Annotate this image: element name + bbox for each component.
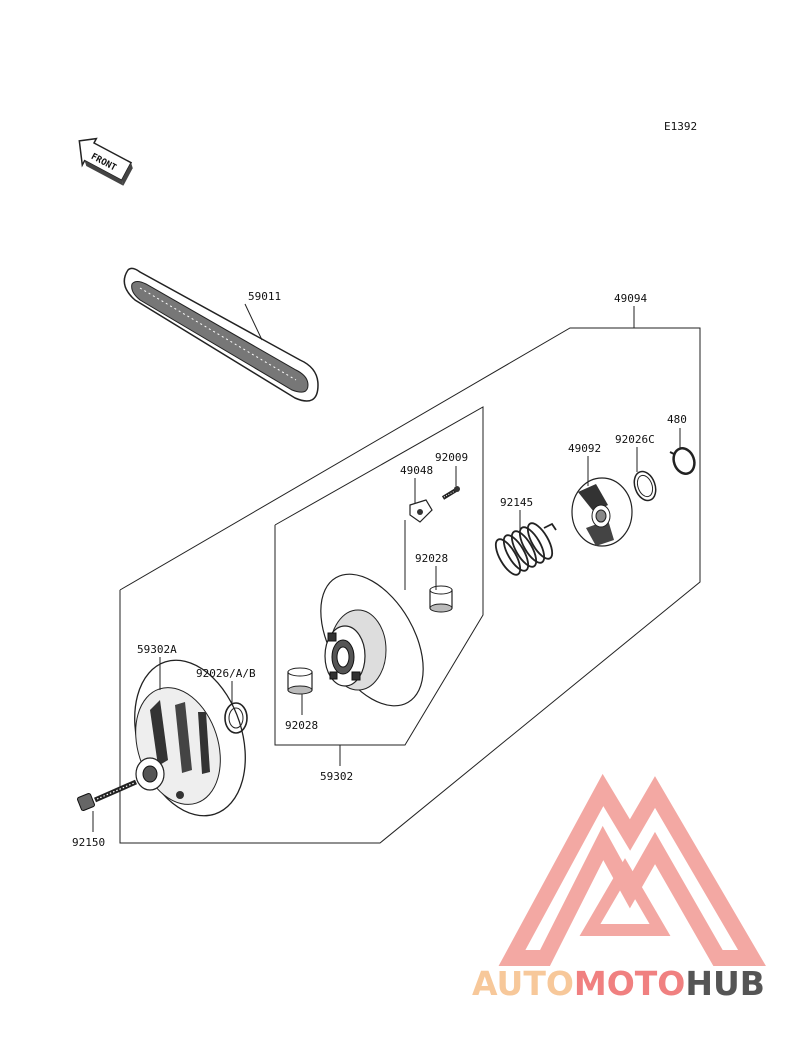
bushing-upper (429, 585, 453, 613)
slider-shoe (409, 499, 433, 523)
automotohub-logo (498, 773, 766, 966)
part-label-bolt: 92150 (72, 836, 105, 849)
part-label-spring: 92145 (500, 496, 533, 509)
part-label-snap-ring: 480 (667, 413, 687, 426)
part-label-washer-ab: 92026/A/B (196, 667, 256, 680)
assembly-outline-49094 (119, 327, 701, 844)
logo-text: AUTOMOTOHUB (472, 964, 765, 1003)
assembly-outline-59302 (274, 406, 484, 746)
logo-text-moto: MOTO (574, 964, 685, 1003)
drive-belt (123, 267, 319, 402)
part-label-driven-assy: 59302 (320, 770, 353, 783)
part-label-fixed-sheave: 59302A (137, 643, 177, 656)
part-label-slider: 49048 (400, 464, 433, 477)
movable-sheave (320, 573, 424, 707)
diagram-code: E1392 (664, 120, 697, 133)
bushing-lower (287, 667, 313, 695)
coil-spring (494, 522, 557, 576)
logo-text-hub: HUB (685, 964, 765, 1003)
screw (441, 486, 460, 500)
torque-cam (571, 477, 633, 547)
washer-ab (224, 702, 248, 734)
part-label-screw: 92009 (435, 451, 468, 464)
part-label-cam: 49092 (568, 442, 601, 455)
part-label-belt: 59011 (248, 290, 281, 303)
fixed-sheave (134, 659, 246, 817)
front-arrow-icon: FRONT (78, 137, 133, 186)
snap-ring (669, 447, 696, 475)
logo-mark (498, 773, 766, 966)
part-label-converter-assy: 49094 (614, 292, 647, 305)
washer-c (633, 470, 657, 502)
bolt (76, 779, 138, 812)
part-label-bushing-lower: 92028 (285, 719, 318, 732)
part-label-washer-c: 92026C (615, 433, 655, 446)
logo-text-auto: AUTO (472, 964, 574, 1003)
part-label-bushing-upper: 92028 (415, 552, 448, 565)
